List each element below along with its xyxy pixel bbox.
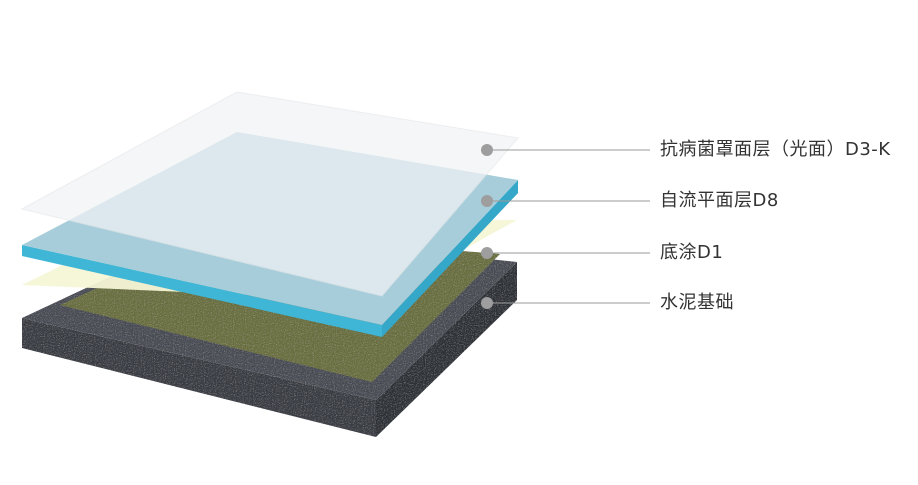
self-leveling-side-right xyxy=(382,180,518,337)
antibacterial-layer xyxy=(20,91,519,297)
label-antibacterial: 抗病菌罩面层（光面）D3-K xyxy=(660,139,891,160)
leader-dot-self-leveling xyxy=(481,195,493,207)
self-leveling-side-left xyxy=(22,245,382,337)
label-self-leveling: 自流平面层D8 xyxy=(660,190,779,211)
leader-dot-cement xyxy=(481,297,493,309)
cement-side-left xyxy=(22,318,376,437)
leader-dot-primer xyxy=(481,247,493,259)
leader-dot-antibacterial xyxy=(481,144,493,156)
antibacterial-top xyxy=(20,91,519,297)
label-cement: 水泥基础 xyxy=(660,292,734,313)
label-primer: 底涂D1 xyxy=(660,242,724,263)
